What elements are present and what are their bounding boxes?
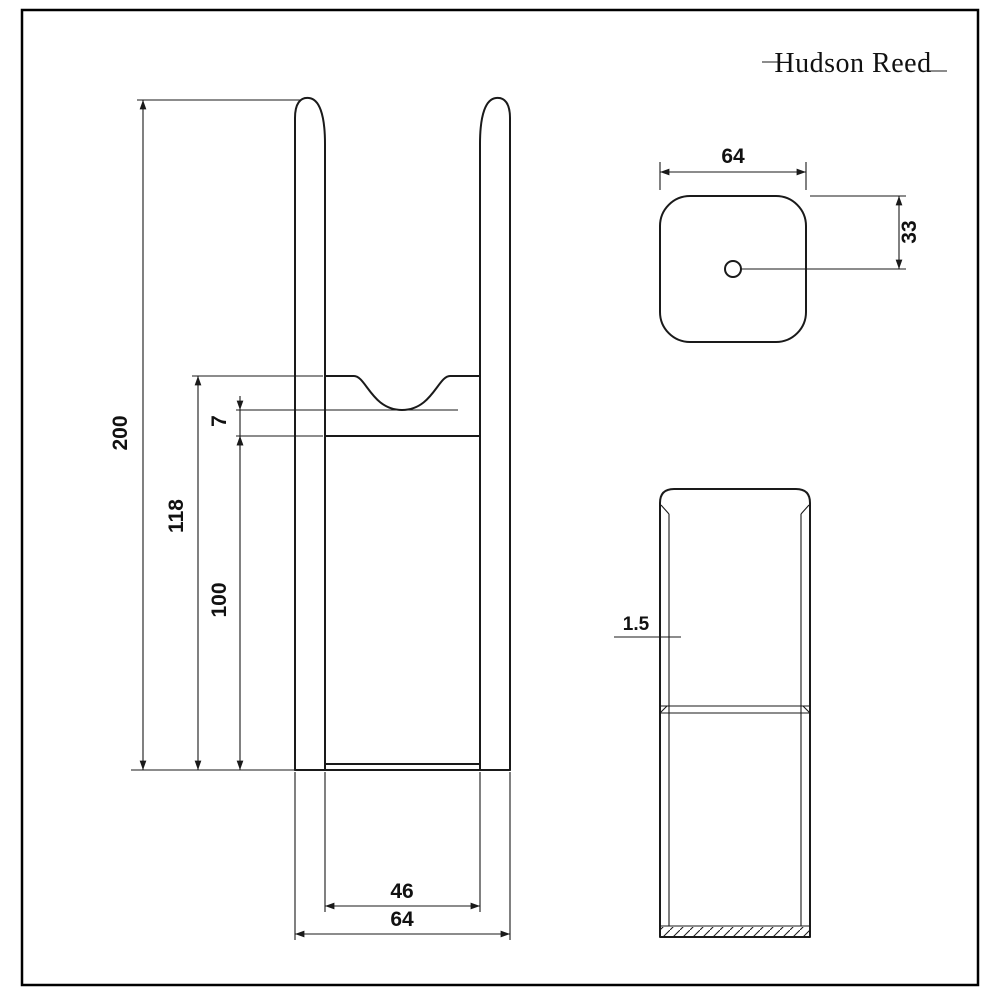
- saddle-cut-line: [324, 375, 481, 411]
- brand-logo: Hudson Reed: [762, 48, 947, 79]
- side-view-joint-tick-right: [802, 705, 811, 714]
- sheet-border: [20, 8, 980, 987]
- side-view-joint-tick-left: [659, 705, 668, 714]
- dimension-100-label: 100: [208, 582, 231, 617]
- top-view-hole: [724, 260, 742, 278]
- side-view-corner-tick-right: [800, 504, 810, 515]
- dimension-1-5-label: 1.5: [623, 614, 650, 635]
- top-view-dimensions: 64 33: [659, 145, 921, 270]
- brand-logo-text: Hudson Reed: [774, 48, 931, 79]
- side-view-outer-edge: [659, 488, 811, 938]
- dimension-7-label: 7: [208, 415, 231, 427]
- front-right-arm-edge: [479, 96, 511, 771]
- dimension-118-label: 118: [165, 499, 188, 533]
- side-view-base-hatch: [661, 927, 809, 937]
- dimension-46-label: 46: [390, 880, 413, 903]
- front-view-dimensions: 200 118 7 100 46 64: [109, 99, 511, 940]
- front-left-arm-edge: [294, 96, 326, 771]
- dimension-64-bottom-label: 64: [390, 908, 414, 931]
- side-view: [659, 488, 811, 938]
- side-view-dimensions: 1.5: [614, 614, 681, 638]
- dimension-33-label: 33: [898, 220, 921, 243]
- dimension-64-top-label: 64: [721, 145, 745, 168]
- dimension-200-label: 200: [109, 415, 132, 450]
- side-view-corner-tick-left: [660, 504, 670, 515]
- front-view: [294, 96, 511, 771]
